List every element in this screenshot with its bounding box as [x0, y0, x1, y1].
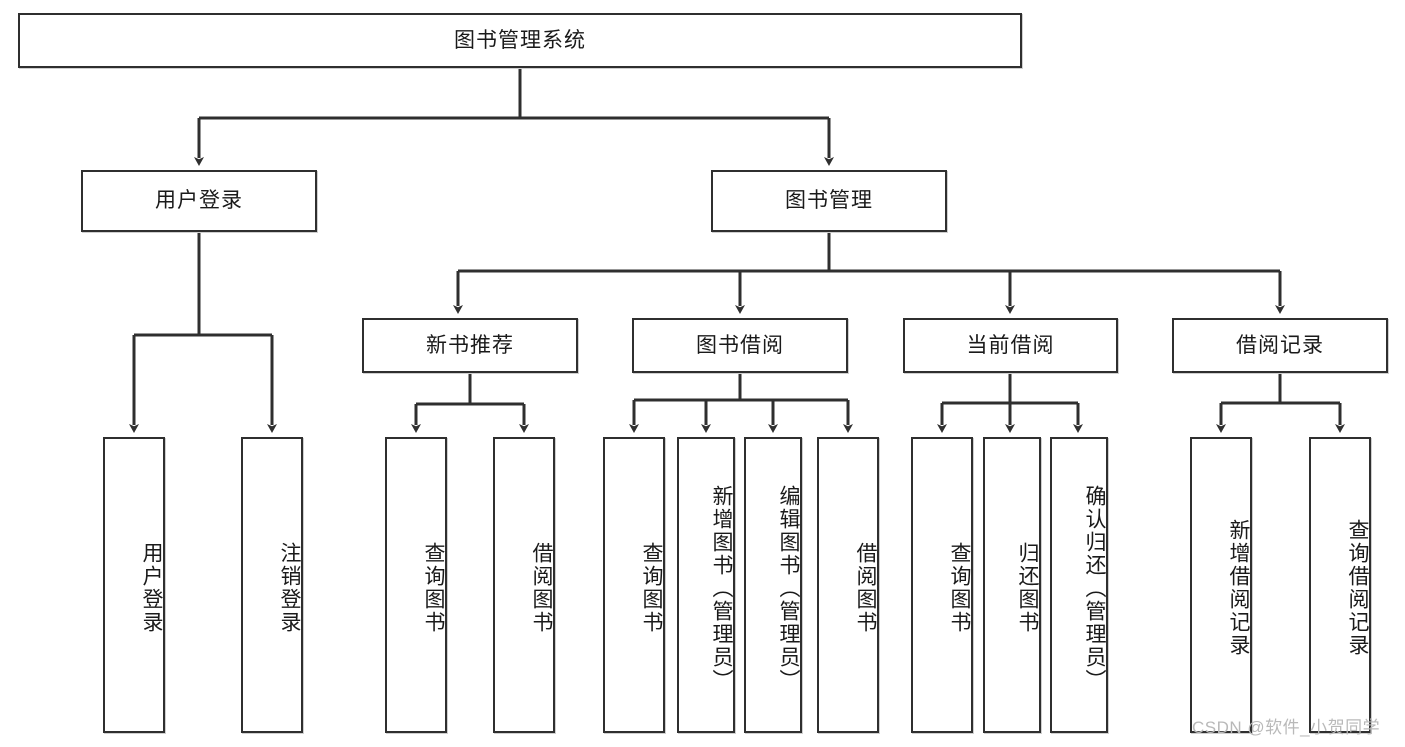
node-label: 借阅图书 — [530, 542, 553, 634]
node-label: 借阅图书 — [854, 542, 877, 634]
node-book-management[interactable]: 图书管理 — [711, 170, 947, 232]
leaf-book-borrow-borrow-book[interactable]: 借阅图书 — [817, 437, 879, 733]
leaf-current-borrow-query-book[interactable]: 查询图书 — [911, 437, 973, 733]
leaf-borrow-record-add-record[interactable]: 新增借阅记录 — [1190, 437, 1252, 733]
node-label: 确认归还（管理员） — [1083, 484, 1106, 692]
node-label: 图书管理 — [785, 189, 873, 213]
leaf-borrow-record-query-record[interactable]: 查询借阅记录 — [1309, 437, 1371, 733]
node-current-borrow[interactable]: 当前借阅 — [903, 318, 1118, 373]
leaf-book-borrow-add-book-admin[interactable]: 新增图书（管理员） — [677, 437, 735, 733]
node-new-book-recommend[interactable]: 新书推荐 — [362, 318, 578, 373]
node-label: 注销登录 — [278, 542, 301, 634]
node-label: 新增借阅记录 — [1227, 519, 1250, 657]
csdn-watermark: CSDN @软件_小贺同学 — [1192, 718, 1381, 737]
leaf-user-login-login[interactable]: 用户登录 — [103, 437, 165, 733]
leaf-current-borrow-confirm-return-admin[interactable]: 确认归还（管理员） — [1050, 437, 1108, 733]
node-label: 用户登录 — [155, 189, 243, 213]
node-user-login[interactable]: 用户登录 — [81, 170, 317, 232]
node-label: 查询图书 — [422, 542, 445, 634]
node-label: 查询图书 — [640, 542, 663, 634]
node-book-borrow[interactable]: 图书借阅 — [632, 318, 848, 373]
leaf-book-borrow-edit-book-admin[interactable]: 编辑图书（管理员） — [744, 437, 802, 733]
node-label: 查询借阅记录 — [1346, 519, 1369, 657]
node-label: 编辑图书（管理员） — [777, 484, 800, 692]
node-label: 新增图书（管理员） — [710, 484, 733, 692]
leaf-new-book-query-book[interactable]: 查询图书 — [385, 437, 447, 733]
node-label: 借阅记录 — [1236, 333, 1324, 357]
leaf-new-book-borrow-book[interactable]: 借阅图书 — [493, 437, 555, 733]
node-label: 用户登录 — [140, 542, 163, 634]
node-label: 当前借阅 — [966, 333, 1055, 357]
node-label: 归还图书 — [1016, 542, 1039, 634]
node-root-book-management-system[interactable]: 图书管理系统 — [18, 13, 1022, 68]
node-label: 图书管理系统 — [454, 28, 586, 52]
node-label: 查询图书 — [948, 542, 971, 634]
node-borrow-record[interactable]: 借阅记录 — [1172, 318, 1388, 373]
leaf-user-login-logout[interactable]: 注销登录 — [241, 437, 303, 733]
leaf-current-borrow-return-book[interactable]: 归还图书 — [983, 437, 1041, 733]
node-label: 新书推荐 — [426, 333, 514, 357]
leaf-book-borrow-query-book[interactable]: 查询图书 — [603, 437, 665, 733]
node-label: 图书借阅 — [696, 333, 784, 357]
